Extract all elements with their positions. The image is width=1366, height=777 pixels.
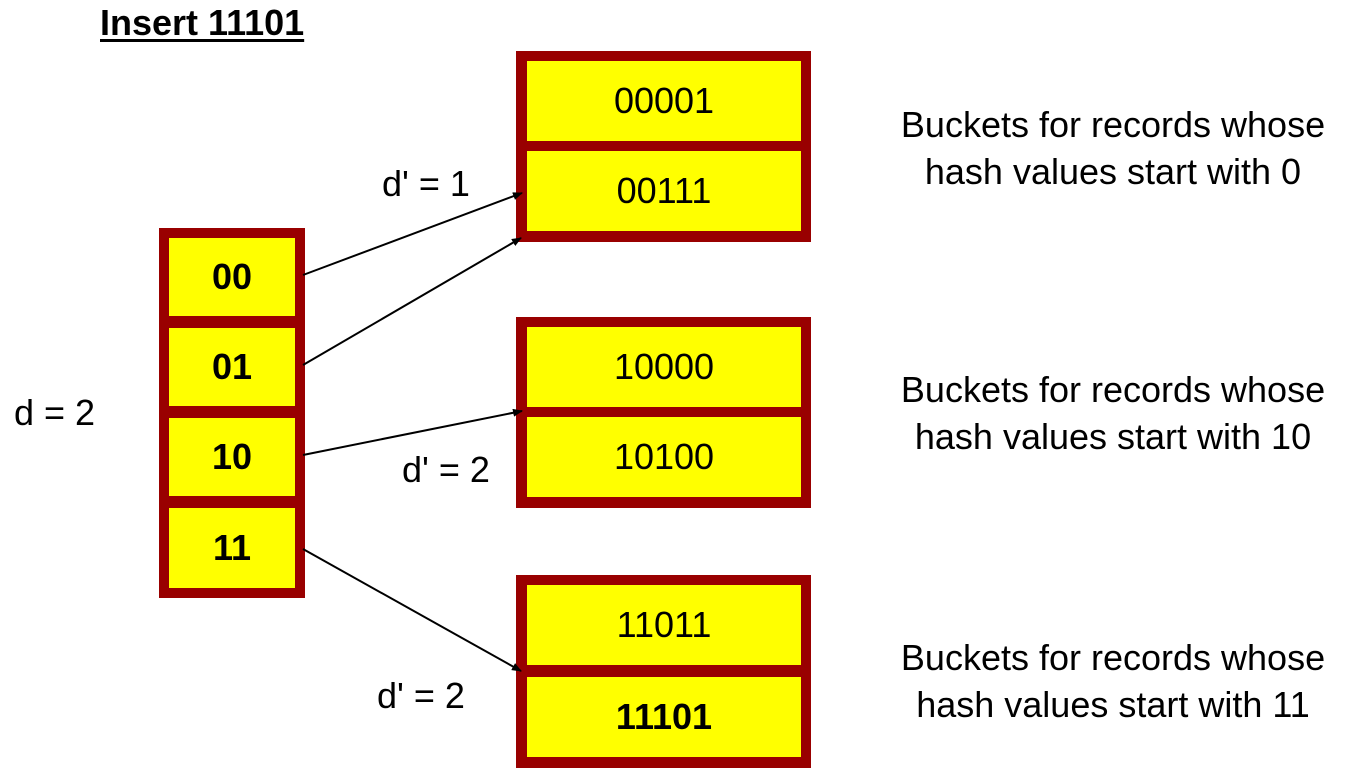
bucket-2-caption: Buckets for records whose hash values st… <box>863 634 1363 728</box>
bucket-0-caption-line-2: hash values start with 0 <box>924 151 1302 192</box>
bucket-0-caption: Buckets for records whose hash values st… <box>863 101 1363 195</box>
bucket-0-caption-line-1: Buckets for records whose <box>900 104 1326 145</box>
bucket-2-local-depth-label: d' = 2 <box>377 675 465 716</box>
bucket-2-record-1: 11011 <box>527 585 801 665</box>
bucket-0-local-depth-label: d' = 1 <box>382 163 470 204</box>
diagram-title: Insert 11101 <box>100 2 305 43</box>
pointer-arrow-00-to-bucket-0 <box>302 192 523 276</box>
bucket-0-record-1: 00001 <box>527 61 801 141</box>
bucket-2-caption-line-2: hash values start with 11 <box>916 684 1310 725</box>
bucket-1-caption: Buckets for records whose hash values st… <box>863 366 1363 460</box>
directory-entry-00: 00 <box>169 238 295 316</box>
pointer-arrow-01-to-bucket-0 <box>302 237 522 366</box>
bucket-1-local-depth-label: d' = 2 <box>402 449 490 490</box>
bucket-2-record-2: 11101 <box>527 677 801 757</box>
directory-entry-01: 01 <box>169 328 295 406</box>
bucket-1-record-2: 10100 <box>527 417 801 497</box>
bucket-1-caption-line-2: hash values start with 10 <box>914 416 1312 457</box>
directory-entry-11: 11 <box>169 508 295 588</box>
bucket-1-caption-line-1: Buckets for records whose <box>900 369 1326 410</box>
global-depth-label: d = 2 <box>14 392 96 433</box>
bucket-2-caption-line-1: Buckets for records whose <box>900 637 1326 678</box>
directory-entry-10: 10 <box>169 418 295 496</box>
bucket-0-record-2: 00111 <box>527 151 801 231</box>
bucket-1-record-1: 10000 <box>527 327 801 407</box>
pointer-arrow-11-to-bucket-2 <box>302 548 522 672</box>
